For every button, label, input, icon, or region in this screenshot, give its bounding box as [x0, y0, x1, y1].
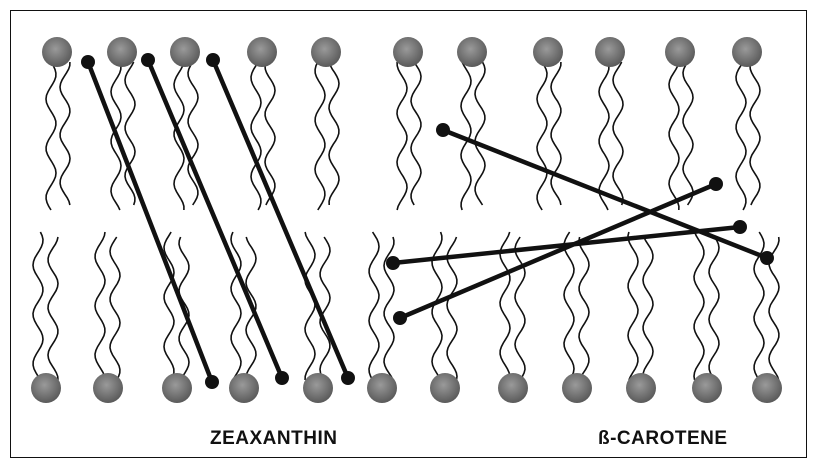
lipid-tail: [643, 237, 653, 380]
lipid-tail: [231, 232, 241, 380]
lipid-tail: [683, 62, 693, 205]
lipid-tail: [329, 62, 339, 205]
lipid-headgroup: [107, 37, 137, 67]
lipid-tail: [537, 62, 547, 210]
lipid-headgroup: [430, 373, 460, 403]
lipid-tail: [60, 62, 70, 205]
lipid-tail: [709, 237, 719, 380]
carotenoid-molecules: [81, 53, 774, 389]
lipid-tail: [251, 62, 261, 210]
lipid-headgroup: [303, 373, 333, 403]
lipid-tail: [305, 232, 315, 380]
lipid-headgroup: [457, 37, 487, 67]
lipid-tail: [564, 232, 574, 380]
lipid-headgroup: [752, 373, 782, 403]
lipid-headgroup: [229, 373, 259, 403]
lipid-tail: [46, 62, 56, 210]
beta-carotene-molecule: [393, 177, 723, 325]
lipid-headgroup: [93, 373, 123, 403]
lipid-headgroup: [533, 37, 563, 67]
lipid-headgroup: [31, 373, 61, 403]
zeaxanthin-molecule: [141, 53, 289, 385]
lipid-tail: [315, 62, 325, 210]
lipid-headgroup: [42, 37, 72, 67]
lipid-tail: [33, 232, 43, 380]
lipid-tail: [411, 62, 421, 205]
lipid-tail: [397, 62, 407, 210]
lipid-tail: [551, 62, 561, 205]
lipid-tail: [369, 232, 379, 380]
lipid-headgroup: [162, 373, 192, 403]
lipid-tail: [613, 62, 623, 205]
lipid-headgroup: [498, 373, 528, 403]
lipid-headgroup: [247, 37, 277, 67]
lipid-tail: [95, 232, 105, 380]
lipid-tail: [579, 237, 589, 380]
lipid-tail: [110, 237, 120, 380]
lipid-tail: [164, 232, 174, 380]
lipid-tails: [33, 62, 779, 380]
beta-carotene-label: ß-CAROTENE: [598, 428, 728, 450]
lipid-tail: [669, 62, 679, 210]
lipid-headgroup: [562, 373, 592, 403]
lipid-tail: [320, 237, 330, 380]
lipid-headgroup: [665, 37, 695, 67]
lipid-tail: [599, 62, 609, 210]
lipid-tail: [188, 62, 198, 205]
lipid-headgroup: [367, 373, 397, 403]
lipid-tail: [48, 237, 58, 380]
lipid-headgroup: [595, 37, 625, 67]
lipid-tail: [515, 237, 525, 380]
lipid-tail: [500, 232, 510, 380]
lipid-tail: [475, 62, 485, 205]
lipid-tail: [694, 232, 704, 380]
lipid-tail: [628, 232, 638, 380]
beta-carotene-molecule: [436, 123, 774, 265]
lipid-headgroup: [170, 37, 200, 67]
lipid-headgroup: [692, 373, 722, 403]
lipid-tail: [750, 62, 760, 205]
lipid-headgroup: [732, 37, 762, 67]
lipid-headgroup: [393, 37, 423, 67]
zeaxanthin-molecule: [206, 53, 355, 385]
lipid-headgroup: [626, 373, 656, 403]
lipid-headgroup: [311, 37, 341, 67]
zeaxanthin-label: ZEAXANTHIN: [210, 428, 337, 450]
lipid-tail: [736, 62, 746, 210]
